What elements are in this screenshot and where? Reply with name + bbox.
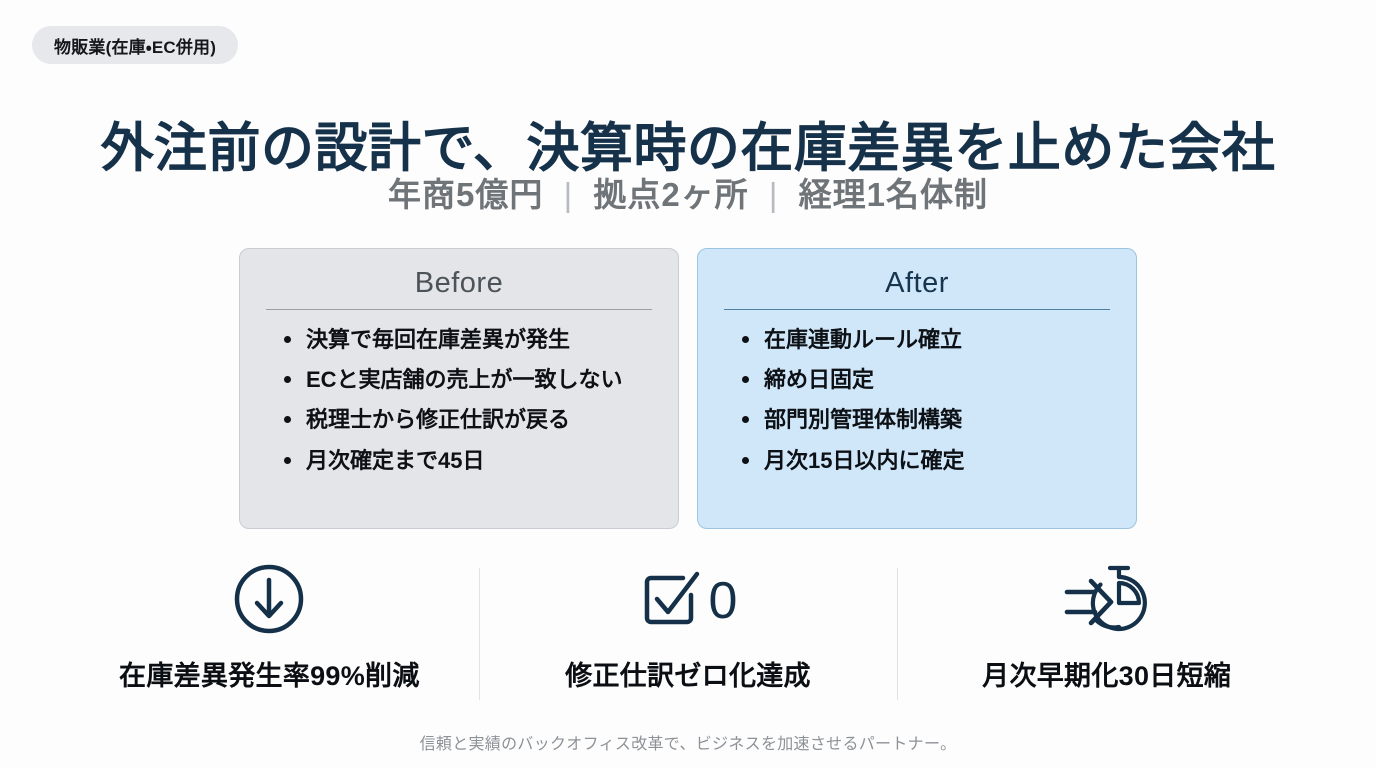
page-subtitle: 年商5億円 | 拠点2ヶ所 | 経理1名体制 xyxy=(0,168,1376,216)
list-item: 月次確定まで45日 xyxy=(280,445,652,476)
before-card-title: Before xyxy=(414,267,504,299)
page-title: 外注前の設計で、決算時の在庫差異を止めた会社 xyxy=(100,118,1276,178)
stat-label: 在庫差異発生率99%削減 xyxy=(119,661,420,691)
stat-label: 月次早期化30日短縮 xyxy=(982,661,1232,691)
before-card-divider xyxy=(266,309,652,310)
list-item: 在庫連動ルール確立 xyxy=(738,324,1110,355)
checkbox-check-icon: 0 xyxy=(639,560,738,638)
subtitle-separator: | xyxy=(563,176,574,213)
stat-number: 0 xyxy=(708,572,738,630)
list-item: 決算で毎回在庫差異が発生 xyxy=(280,324,652,355)
before-card: Before 決算で毎回在庫差異が発生 ECと実店舗の売上が一致しない 税理士か… xyxy=(239,248,679,529)
after-card-list: 在庫連動ルール確立 締め日固定 部門別管理体制構築 月次15日以内に確定 xyxy=(724,324,1110,476)
before-after-comparison: Before 決算で毎回在庫差異が発生 ECと実店舗の売上が一致しない 税理士か… xyxy=(239,248,1137,529)
after-card: After 在庫連動ルール確立 締め日固定 部門別管理体制構築 月次15日以内に… xyxy=(697,248,1137,529)
list-item: 月次15日以内に確定 xyxy=(738,445,1110,476)
stat-monthly-close-speedup: 月次早期化30日短縮 xyxy=(897,560,1316,708)
stat-label: 修正仕訳ゼロ化達成 xyxy=(565,661,811,691)
subtitle-separator: | xyxy=(768,176,779,213)
before-card-list: 決算で毎回在庫差異が発生 ECと実店舗の売上が一致しない 税理士から修正仕訳が戻… xyxy=(266,324,652,476)
subtitle-item-revenue: 年商5億円 xyxy=(388,176,544,213)
subtitle-item-staffing: 経理1名体制 xyxy=(798,176,988,213)
after-card-title: After xyxy=(885,267,949,299)
fast-forward-stopwatch-icon xyxy=(1061,560,1153,638)
stats-row: 在庫差異発生率99%削減 0 修正仕訳ゼロ化達成 xyxy=(60,560,1316,708)
category-badge: 物販業(在庫・EC併用) xyxy=(32,26,239,64)
list-item: 税理士から修正仕訳が戻る xyxy=(280,404,652,435)
list-item: ECと実店舗の売上が一致しない xyxy=(280,364,652,395)
list-item: 部門別管理体制構築 xyxy=(738,404,1110,435)
footer-tagline: 信頼と実績のバックオフィス改革で、ビジネスを加速させるパートナー。 xyxy=(419,736,957,753)
arrow-down-circle-icon xyxy=(231,560,307,638)
stat-inventory-variance: 在庫差異発生率99%削減 xyxy=(60,560,479,708)
stat-zero-adjusting-entries: 0 修正仕訳ゼロ化達成 xyxy=(478,560,898,708)
list-item: 締め日固定 xyxy=(738,364,1110,395)
after-card-divider xyxy=(724,309,1110,310)
subtitle-item-locations: 拠点2ヶ所 xyxy=(593,176,749,213)
